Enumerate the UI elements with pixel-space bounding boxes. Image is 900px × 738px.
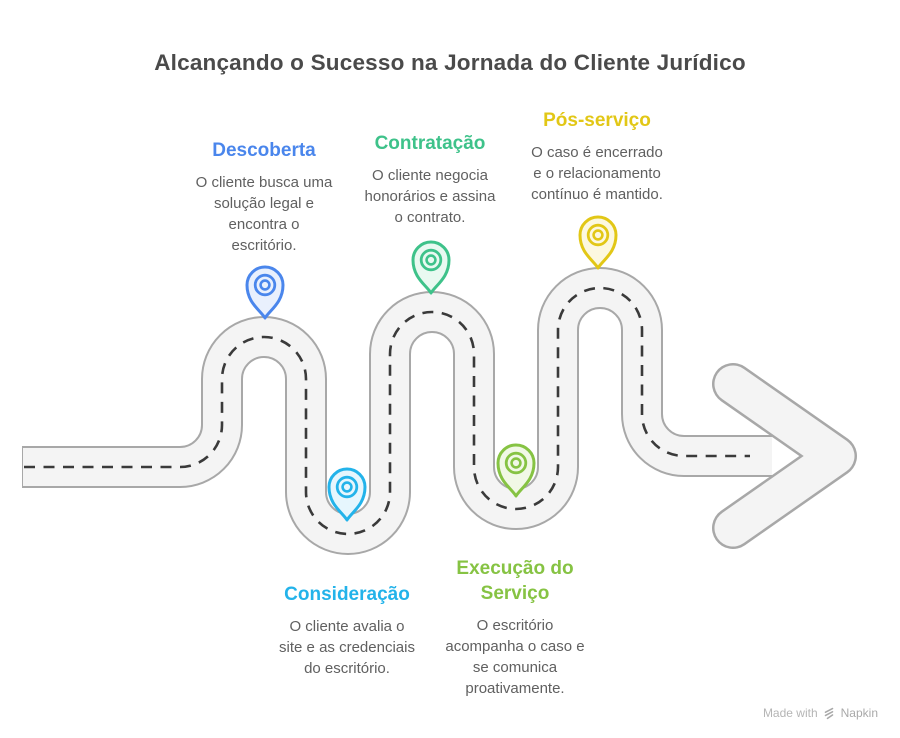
step-title: Consideração	[284, 584, 410, 605]
step-consideracao: Consideração O cliente avalia o site e a…	[250, 582, 445, 679]
step-pos-servico: Pós-serviço O caso é encerrado e o relac…	[500, 108, 695, 205]
arrow-head	[714, 365, 855, 547]
step-execucao-do-servico: Execução do Serviço O escritório acompan…	[440, 556, 590, 699]
location-pin-icon-descoberta	[245, 265, 285, 320]
step-description: O cliente busca uma solução legal e enco…	[195, 174, 333, 254]
step-description: O cliente avalia o site e as credenciais…	[279, 618, 415, 677]
location-pin-icon-consideracao	[327, 467, 367, 522]
step-description: O caso é encerrado e o relacionamento co…	[531, 144, 663, 203]
location-pin-icon-contratacao	[411, 240, 451, 295]
page-title: Alcançando o Sucesso na Jornada do Clien…	[154, 50, 746, 75]
location-pin-icon-pos-servico	[578, 215, 618, 270]
step-descoberta: Descoberta O cliente busca uma solução l…	[177, 138, 352, 256]
road-surface	[23, 269, 772, 553]
napkin-watermark[interactable]: Made with Napkin	[763, 706, 878, 720]
step-description: O escritório acompanha o caso e se comun…	[445, 617, 585, 697]
road-dash-line	[24, 286, 750, 536]
watermark-brand: Napkin	[840, 706, 878, 720]
napkin-logo-icon	[824, 707, 833, 719]
step-description: O cliente negocia honorários e assina o …	[364, 167, 496, 226]
step-contratacao: Contratação O cliente negocia honorários…	[338, 131, 523, 228]
step-title: Contratação	[374, 133, 486, 154]
watermark-text: Made with	[762, 706, 818, 720]
location-pin-icon-execucao	[496, 443, 536, 498]
step-title: Execução do Serviço	[456, 558, 574, 604]
step-title: Descoberta	[212, 140, 316, 161]
step-title: Pós-serviço	[543, 110, 651, 131]
